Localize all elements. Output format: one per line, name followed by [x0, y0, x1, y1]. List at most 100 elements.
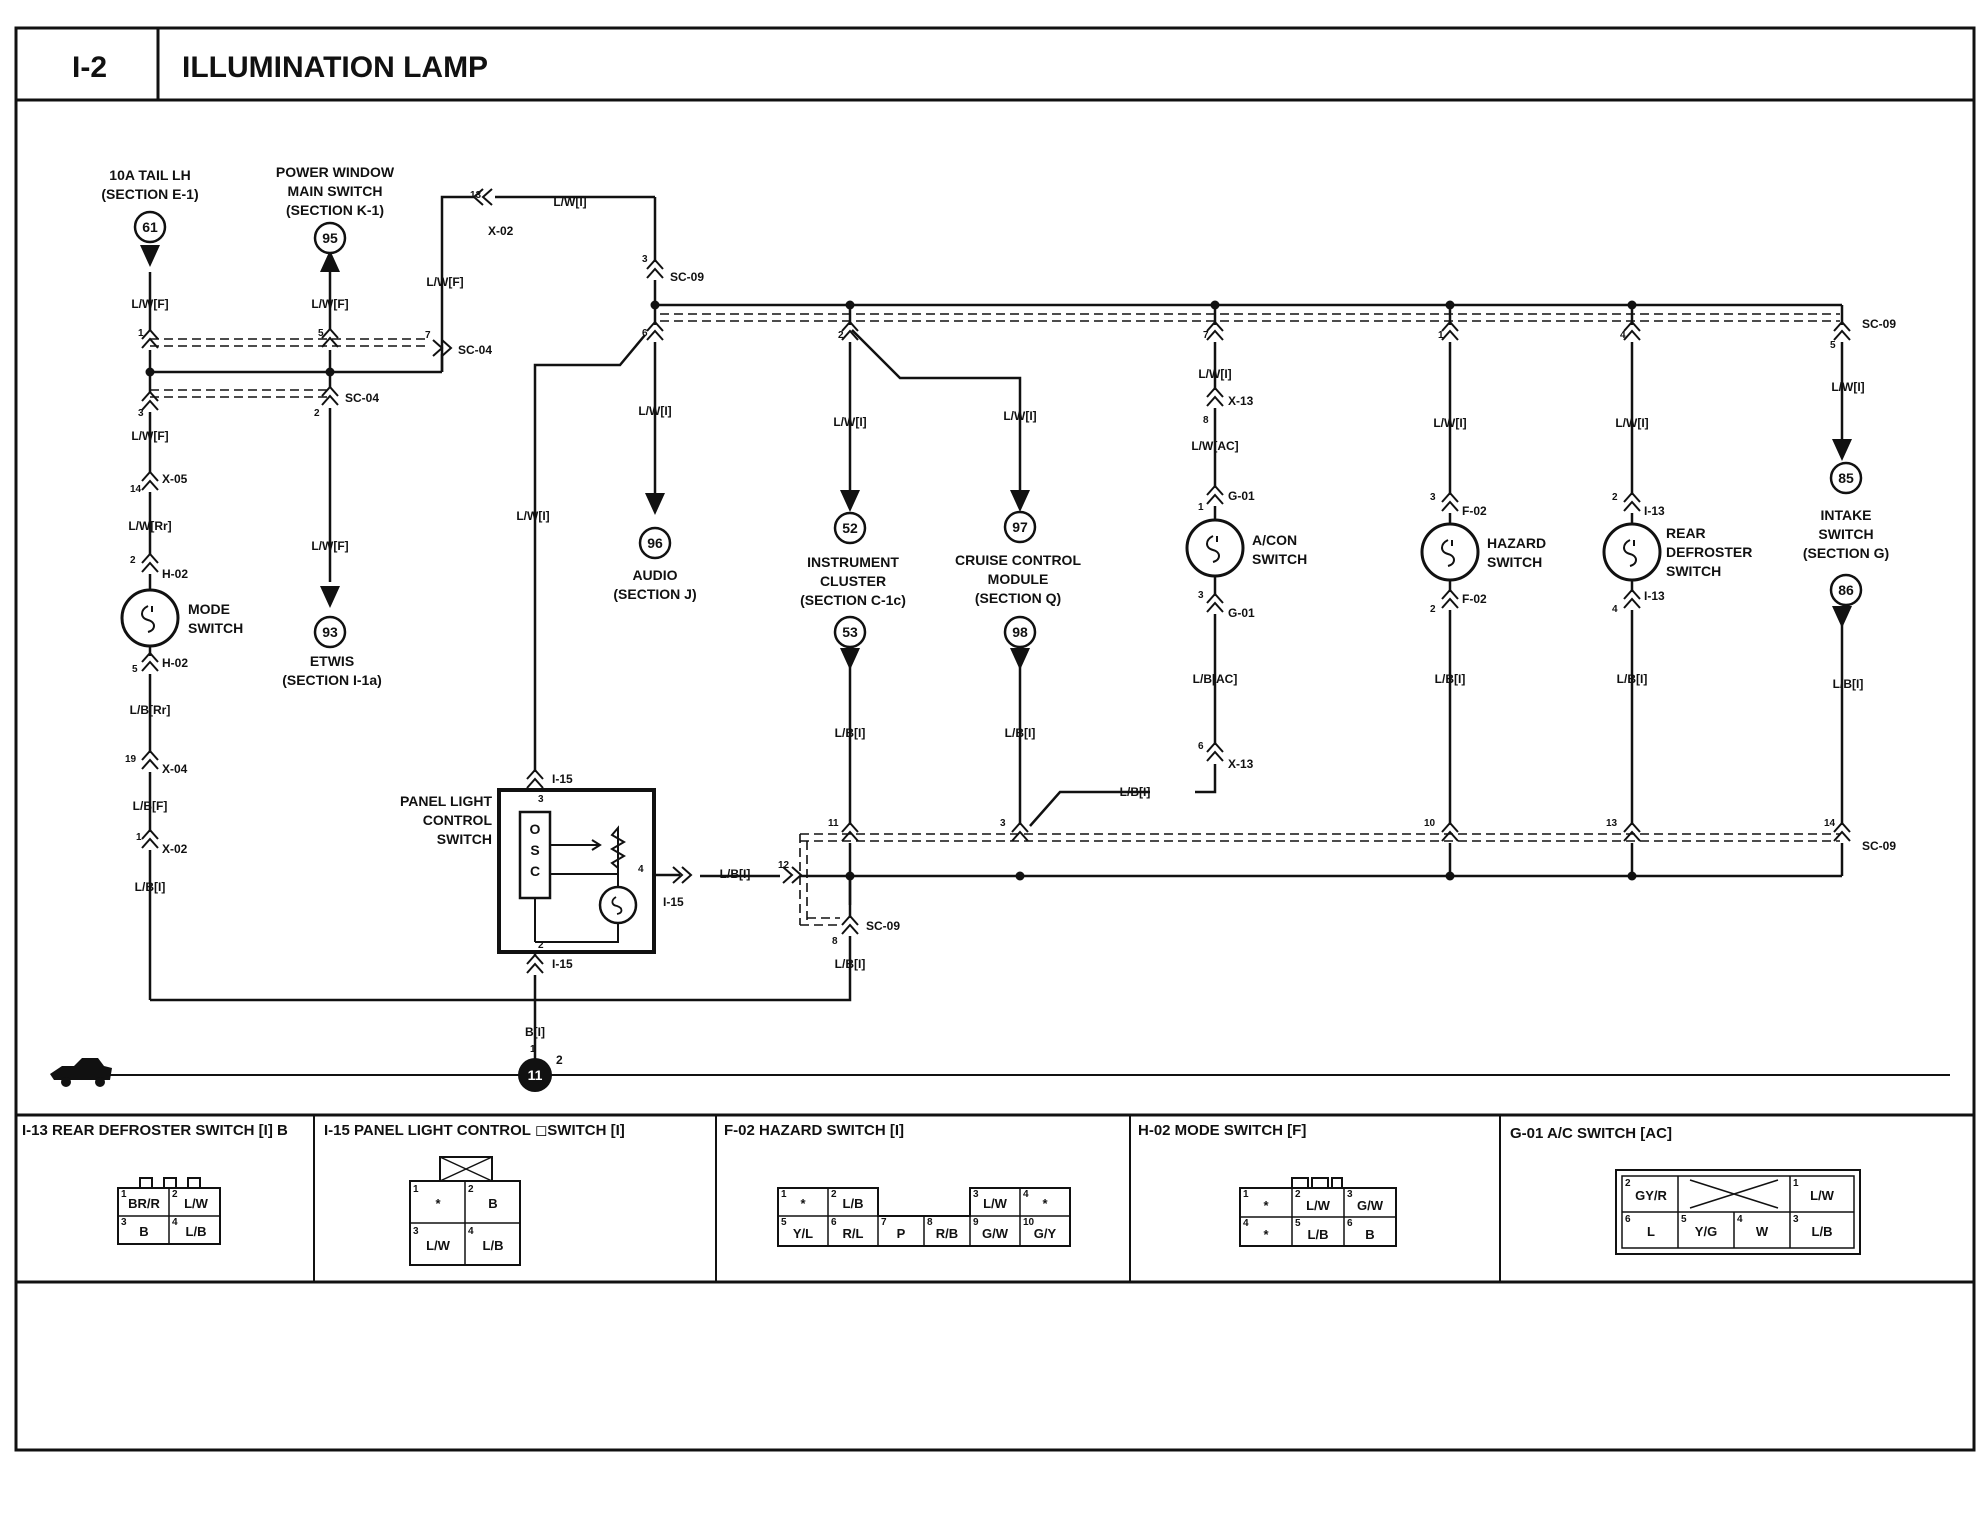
node-61: 61 10A TAIL LH (SECTION E-1) [101, 167, 199, 244]
svg-text:CLUSTER: CLUSTER [820, 573, 886, 589]
svg-text:53: 53 [842, 624, 858, 640]
connector-panel-g01: G-01 A/C SWITCH [AC] 2 GY/R 1 L/W 6 L 5 … [1510, 1125, 1861, 1255]
svg-text:L/B[F]: L/B[F] [133, 799, 168, 813]
svg-text:L/W[F]: L/W[F] [131, 297, 168, 311]
svg-text:G-01: G-01 [1228, 606, 1255, 620]
svg-text:3: 3 [642, 254, 648, 265]
page-frame [14, 26, 1976, 1452]
svg-text:L/B[I]: L/B[I] [835, 726, 866, 740]
svg-text:13: 13 [1606, 818, 1618, 829]
svg-text:B: B [139, 1224, 148, 1239]
svg-text:F-02 HAZARD SWITCH [I]: F-02 HAZARD SWITCH [I] [724, 1122, 904, 1139]
svg-text:I-15: I-15 [663, 895, 684, 909]
svg-text:6: 6 [831, 1217, 837, 1228]
svg-text:POWER WINDOW: POWER WINDOW [276, 164, 395, 180]
svg-text:L/B[I]: L/B[I] [1617, 672, 1648, 686]
connector-panel-f02: F-02 HAZARD SWITCH [I] 1 * 2 L/B 3 L/W 4… [724, 1122, 1071, 1247]
svg-text:X-13: X-13 [1228, 394, 1254, 408]
svg-text:96: 96 [647, 535, 663, 551]
svg-text:C: C [530, 863, 540, 879]
svg-text:2: 2 [1612, 492, 1618, 503]
acon-switch: A/CON SWITCH [1185, 518, 1307, 578]
svg-text:4: 4 [468, 1226, 474, 1237]
svg-text:*: * [800, 1196, 806, 1211]
svg-text:L/W[F]: L/W[F] [131, 429, 168, 443]
svg-text:2: 2 [314, 408, 320, 419]
svg-text:5: 5 [1295, 1218, 1301, 1229]
svg-text:P: P [897, 1226, 906, 1241]
svg-text:13: 13 [470, 190, 482, 201]
svg-text:3: 3 [973, 1189, 979, 1200]
svg-text:L/W: L/W [426, 1238, 451, 1253]
svg-text:L/B: L/B [843, 1196, 864, 1211]
svg-text:4: 4 [172, 1217, 178, 1228]
svg-text:L/B: L/B [1812, 1224, 1833, 1239]
svg-text:2: 2 [556, 1053, 563, 1067]
svg-text:L/B[I]: L/B[I] [1005, 726, 1036, 740]
svg-text:L/B[AC]: L/B[AC] [1193, 672, 1238, 686]
shield-lines [150, 313, 1840, 926]
svg-text:6: 6 [1625, 1214, 1631, 1225]
svg-text:SC-09: SC-09 [1862, 839, 1896, 853]
svg-text:GY/R: GY/R [1635, 1188, 1667, 1203]
svg-text:L/W[I]: L/W[I] [833, 415, 866, 429]
svg-text:L/W: L/W [1810, 1188, 1835, 1203]
svg-text:L/W[I]: L/W[I] [1831, 380, 1864, 394]
svg-text:10A TAIL LH: 10A TAIL LH [109, 167, 190, 183]
svg-text:98: 98 [1012, 624, 1028, 640]
node-98: 98 CRUISE CONTROL MODULE (SECTION Q) [955, 552, 1081, 649]
svg-text:SWITCH: SWITCH [1818, 526, 1873, 542]
svg-text:3: 3 [1430, 492, 1436, 503]
connector-panel-i13: I-13 REAR DEFROSTER SWITCH [I] B 1 BR/R … [22, 1122, 288, 1245]
svg-text:1: 1 [1198, 502, 1204, 513]
svg-text:4: 4 [1612, 604, 1618, 615]
svg-text:B: B [488, 1196, 497, 1211]
svg-text:SC-09: SC-09 [670, 270, 704, 284]
svg-text:ETWIS: ETWIS [310, 653, 354, 669]
svg-text:SWITCH: SWITCH [437, 831, 492, 847]
svg-text:SWITCH: SWITCH [1666, 563, 1721, 579]
node-97: 97 [1003, 510, 1037, 544]
svg-text:10: 10 [1424, 818, 1436, 829]
svg-text:X-02: X-02 [162, 842, 188, 856]
svg-text:DEFROSTER: DEFROSTER [1666, 544, 1752, 560]
svg-text:8: 8 [1203, 415, 1209, 426]
svg-text:L/W[Rr]: L/W[Rr] [128, 519, 171, 533]
svg-text:L/W[AC]: L/W[AC] [1191, 439, 1238, 453]
svg-text:BR/R: BR/R [128, 1196, 160, 1211]
svg-text:11: 11 [828, 818, 839, 829]
node-85: 85 INTAKE SWITCH (SECTION G) [1803, 461, 1889, 561]
svg-text:I-15 PANEL LIGHT CONTROL ◻SWIT: I-15 PANEL LIGHT CONTROL ◻SWITCH [I] [324, 1122, 625, 1139]
svg-text:3: 3 [121, 1217, 127, 1228]
svg-text:H-02: H-02 [162, 656, 188, 670]
svg-text:3: 3 [1198, 590, 1204, 601]
svg-text:REAR: REAR [1666, 525, 1706, 541]
svg-text:L/W[F]: L/W[F] [311, 539, 348, 553]
svg-text:86: 86 [1838, 582, 1854, 598]
svg-text:L/B: L/B [1308, 1227, 1329, 1242]
svg-text:2: 2 [1295, 1189, 1301, 1200]
svg-text:1: 1 [1438, 330, 1444, 341]
svg-text:X-02: X-02 [488, 224, 514, 238]
svg-text:INTAKE: INTAKE [1820, 507, 1871, 523]
svg-text:I-15: I-15 [552, 772, 573, 786]
svg-text:5: 5 [318, 328, 324, 339]
svg-text:R/L: R/L [843, 1226, 864, 1241]
svg-text:L/B[I]: L/B[I] [1833, 677, 1864, 691]
svg-text:L/B[I]: L/B[I] [720, 867, 751, 881]
svg-text:O: O [530, 821, 541, 837]
svg-text:X-04: X-04 [162, 762, 188, 776]
svg-text:3: 3 [413, 1226, 419, 1237]
svg-text:G-01: G-01 [1228, 489, 1255, 503]
svg-text:6: 6 [1347, 1218, 1353, 1229]
svg-text:H-02: H-02 [162, 567, 188, 581]
svg-text:SC-04: SC-04 [345, 391, 379, 405]
svg-text:1: 1 [1793, 1178, 1799, 1189]
svg-text:SC-09: SC-09 [1862, 317, 1896, 331]
svg-text:4: 4 [638, 864, 644, 875]
ground-point: 11 2 [518, 1053, 563, 1092]
svg-text:I-13: I-13 [1644, 589, 1665, 603]
pin-numbers: 13 7 1 3 5 2 14 2 5 19 1 3 6 2 7 8 1 3 6… [125, 190, 1836, 1055]
svg-text:*: * [1042, 1196, 1048, 1211]
svg-text:*: * [1263, 1198, 1269, 1213]
